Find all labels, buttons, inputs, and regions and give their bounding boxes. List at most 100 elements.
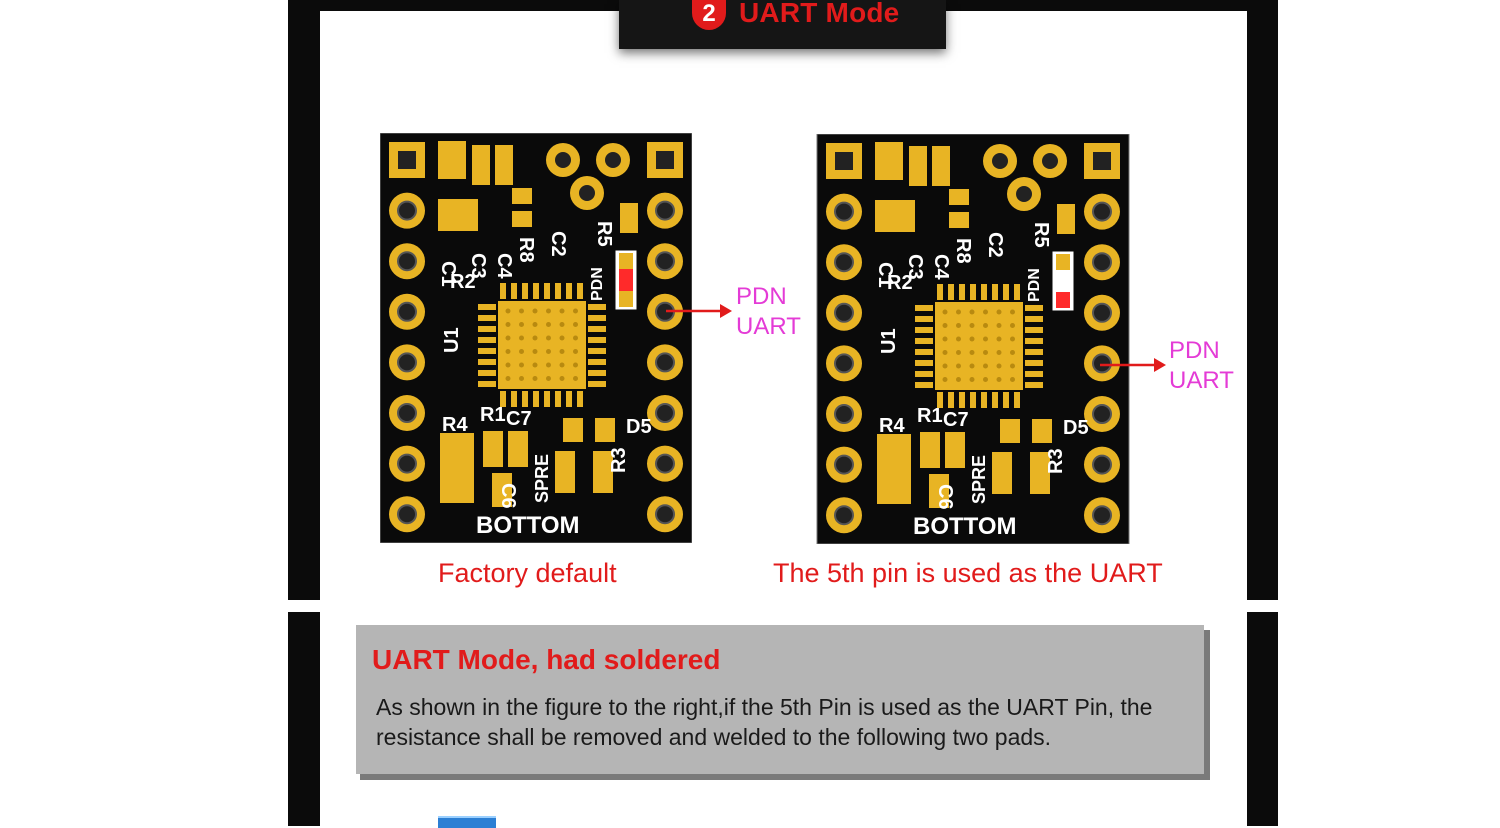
chip-lead bbox=[1003, 284, 1009, 300]
smd-pad bbox=[875, 142, 903, 180]
chip-dot bbox=[956, 323, 961, 328]
chip-dot bbox=[559, 376, 565, 381]
smd-pad bbox=[1057, 204, 1075, 234]
silkscreen-label: R1 bbox=[917, 405, 943, 427]
silkscreen-label: R1 bbox=[480, 404, 506, 426]
uart-text: UART bbox=[736, 313, 801, 340]
chip-dot bbox=[983, 336, 988, 342]
chip-dot bbox=[1010, 363, 1015, 369]
chip-dot bbox=[559, 349, 565, 354]
chip-dot bbox=[546, 322, 551, 327]
chip-lead bbox=[915, 371, 933, 377]
chip-lead bbox=[1003, 392, 1009, 408]
info-box bbox=[356, 625, 1204, 774]
chip-lead bbox=[577, 283, 583, 299]
silkscreen-label: R4 bbox=[442, 414, 468, 436]
chip-lead bbox=[959, 392, 965, 408]
chip-dot bbox=[983, 323, 988, 328]
chip-dot bbox=[969, 363, 975, 369]
chip-lead bbox=[915, 338, 933, 344]
pin-hole bbox=[398, 151, 416, 169]
chip-lead bbox=[981, 284, 987, 300]
chip-lead bbox=[1014, 284, 1020, 300]
smd-pad bbox=[1000, 419, 1020, 443]
chip-lead bbox=[588, 348, 606, 354]
chip-dot bbox=[519, 362, 524, 368]
chip-dot bbox=[956, 309, 961, 315]
chip-lead bbox=[478, 348, 496, 354]
smd-pad bbox=[438, 199, 478, 231]
pin-hole bbox=[397, 403, 417, 423]
pin-hole bbox=[655, 403, 675, 423]
pin-hole bbox=[655, 352, 675, 373]
chip-dot bbox=[996, 363, 1002, 369]
smd-pad bbox=[929, 474, 949, 508]
caption-uart-pin: The 5th pin is used as the UART bbox=[773, 558, 1163, 588]
smd-pad bbox=[620, 203, 638, 233]
chip-lead bbox=[970, 392, 976, 408]
chip-lead bbox=[1025, 305, 1043, 311]
chip-dot bbox=[969, 323, 975, 328]
pin-hole bbox=[1092, 252, 1112, 273]
pin-hole bbox=[1092, 454, 1112, 475]
silkscreen-label: R3 bbox=[1045, 448, 1067, 474]
chip-lead bbox=[588, 304, 606, 310]
silkscreen-label: C7 bbox=[506, 408, 532, 430]
chip-dot bbox=[996, 323, 1002, 328]
smd-pad bbox=[555, 451, 575, 493]
pin-hole bbox=[834, 302, 854, 323]
arrow-right-icon bbox=[1100, 358, 1166, 372]
chip-dot bbox=[546, 376, 551, 381]
silkscreen-label: R3 bbox=[608, 447, 630, 473]
pin-hole bbox=[1092, 505, 1112, 526]
mode-title: UART Mode bbox=[739, 0, 900, 28]
silkscreen-label: C6 bbox=[497, 483, 519, 509]
chip-dot bbox=[573, 322, 578, 327]
chip-lead bbox=[1025, 316, 1043, 322]
chip-lead bbox=[1025, 360, 1043, 366]
chip-dot bbox=[505, 349, 511, 354]
chip-dot bbox=[969, 309, 975, 315]
chip-dot bbox=[996, 309, 1002, 315]
silkscreen-label: R4 bbox=[879, 415, 905, 437]
chip-dot bbox=[942, 323, 948, 328]
chip-dot bbox=[1010, 336, 1015, 342]
silkscreen-label: R2 bbox=[450, 271, 476, 293]
chip-dot bbox=[956, 350, 961, 355]
smd-pad bbox=[1032, 419, 1052, 443]
silkscreen-label: R8 bbox=[952, 238, 974, 264]
chip-lead bbox=[915, 349, 933, 355]
smd-pad bbox=[495, 145, 513, 185]
pin-hole bbox=[835, 152, 853, 170]
chip-dot bbox=[519, 349, 524, 354]
chip-dot bbox=[546, 349, 551, 354]
chip-dot bbox=[573, 335, 578, 341]
pin-hole bbox=[992, 153, 1008, 169]
chip-dot bbox=[532, 349, 538, 354]
chip-dot bbox=[983, 309, 988, 315]
smd-pad bbox=[1056, 254, 1070, 270]
chip-dot bbox=[1010, 323, 1015, 328]
chip-dot bbox=[505, 322, 511, 327]
pin-hole bbox=[655, 504, 675, 525]
pin-hole bbox=[834, 404, 854, 424]
chip-lead bbox=[959, 284, 965, 300]
info-body: As shown in the figure to the right,if t… bbox=[376, 694, 1153, 750]
chip-dot bbox=[519, 335, 524, 341]
silkscreen-label: R5 bbox=[1030, 222, 1052, 248]
chip-lead bbox=[577, 391, 583, 407]
chip-lead bbox=[1025, 349, 1043, 355]
chip-dot bbox=[532, 335, 538, 341]
chip-dot bbox=[573, 376, 578, 381]
chip-dot bbox=[573, 308, 578, 314]
smd-pad bbox=[875, 200, 915, 232]
pin-hole bbox=[397, 301, 417, 322]
chip-dot bbox=[519, 376, 524, 381]
smd-pad bbox=[483, 431, 503, 467]
chip-lead bbox=[1025, 382, 1043, 388]
chip-lead bbox=[992, 284, 998, 300]
chip-dot bbox=[942, 309, 948, 315]
chip-dot bbox=[546, 308, 551, 314]
pin-hole bbox=[834, 454, 854, 475]
